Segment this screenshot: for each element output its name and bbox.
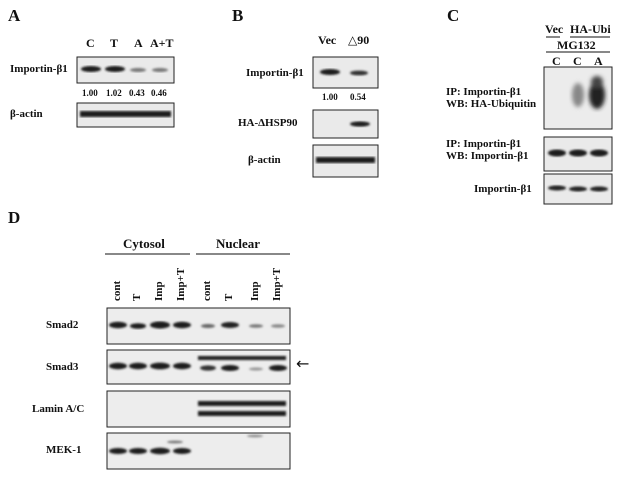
panel-d-lane-8: Imp+T [271, 267, 283, 301]
panel-c-group-haubi: HA-Ubi [570, 22, 611, 36]
panel-b-letter: B [232, 6, 244, 25]
panel-c-row2-wb: WB: Importin-β1 [446, 150, 529, 162]
smear-c-ub [572, 76, 605, 109]
panel-d-row-lamin: Lamin A/C [32, 403, 85, 415]
panel-a-row-importin: Importin-β1 [10, 63, 68, 75]
bands-a-actin [80, 111, 171, 117]
panel-d-letter: D [8, 208, 21, 227]
bands-d-smad3 [109, 356, 287, 371]
panel-c-row3: Importin-β1 [474, 183, 532, 195]
panel-d-row-mek: MEK-1 [46, 444, 82, 456]
panel-b-quant-1: 1.00 [322, 92, 338, 102]
panel-a-lane-1: C [86, 36, 95, 50]
panel-a-lane-2: T [110, 36, 119, 50]
panel-b-row-actin: β-actin [248, 154, 281, 166]
panel-d-lane-3: Imp [153, 281, 165, 301]
panel-a-row-actin: β-actin [10, 108, 43, 120]
panel-c-group-vec: Vec [545, 22, 564, 36]
arrow-left-icon: ← [296, 354, 310, 373]
panel-c-lane-1: C [552, 54, 561, 68]
panel-a-quant-3: 0.43 [129, 88, 145, 98]
bands-b-actin [316, 157, 375, 163]
blot-d-lamin [106, 390, 291, 428]
panel-c-treatment: MG132 [557, 38, 596, 52]
bands-c-input [548, 185, 608, 192]
panel-d-lane-2: T [131, 293, 143, 301]
panel-a-quant-1: 1.00 [82, 88, 98, 98]
panel-c-lane-3: A [594, 54, 603, 68]
bands-b-hsp90 [350, 121, 370, 127]
panel-d-lane-6: T [223, 293, 235, 301]
bands-d-mek [109, 434, 263, 455]
panel-d-lane-5: cont [201, 280, 213, 301]
panel-d-lane-1: cont [111, 280, 123, 301]
panel-a-lane-3: A [134, 36, 143, 50]
panel-d-lane-4: Imp+T [175, 267, 187, 301]
panel-a-quant-4: 0.46 [151, 88, 167, 98]
panel-b-lane-1: Vec [318, 33, 337, 47]
panel-c-row1-ip: IP: Importin-β1 [446, 86, 522, 98]
bands-a-importin [81, 66, 168, 72]
panel-b-quant-2: 0.54 [350, 92, 366, 102]
panel-d-group-nuclear: Nuclear [216, 236, 261, 251]
panel-b-lane-2: △90 [348, 33, 370, 47]
panel-a-quant-2: 1.02 [106, 88, 122, 98]
panel-c-lane-2: C [573, 54, 582, 68]
panel-d-row-smad2: Smad2 [46, 319, 79, 331]
panel-a-lane-4: A+T [150, 36, 174, 50]
panel-d-lane-7: Imp [249, 281, 261, 301]
bands-c-ip [548, 149, 608, 157]
bands-d-lamin [198, 401, 286, 416]
panel-d-row-smad3: Smad3 [46, 361, 79, 373]
panel-b-row-hsp90: HA-ΔHSP90 [238, 117, 298, 129]
panel-c-letter: C [447, 6, 460, 25]
panel-b-row-importin: Importin-β1 [246, 67, 304, 79]
bands-d-smad2 [109, 321, 285, 329]
panel-c-row1-wb: WB: HA-Ubiquitin [446, 98, 537, 110]
bands-b-importin [320, 69, 368, 76]
panel-a-letter: A [8, 6, 21, 25]
panel-d-group-cytosol: Cytosol [123, 236, 165, 251]
panel-c-row2-ip: IP: Importin-β1 [446, 138, 522, 150]
